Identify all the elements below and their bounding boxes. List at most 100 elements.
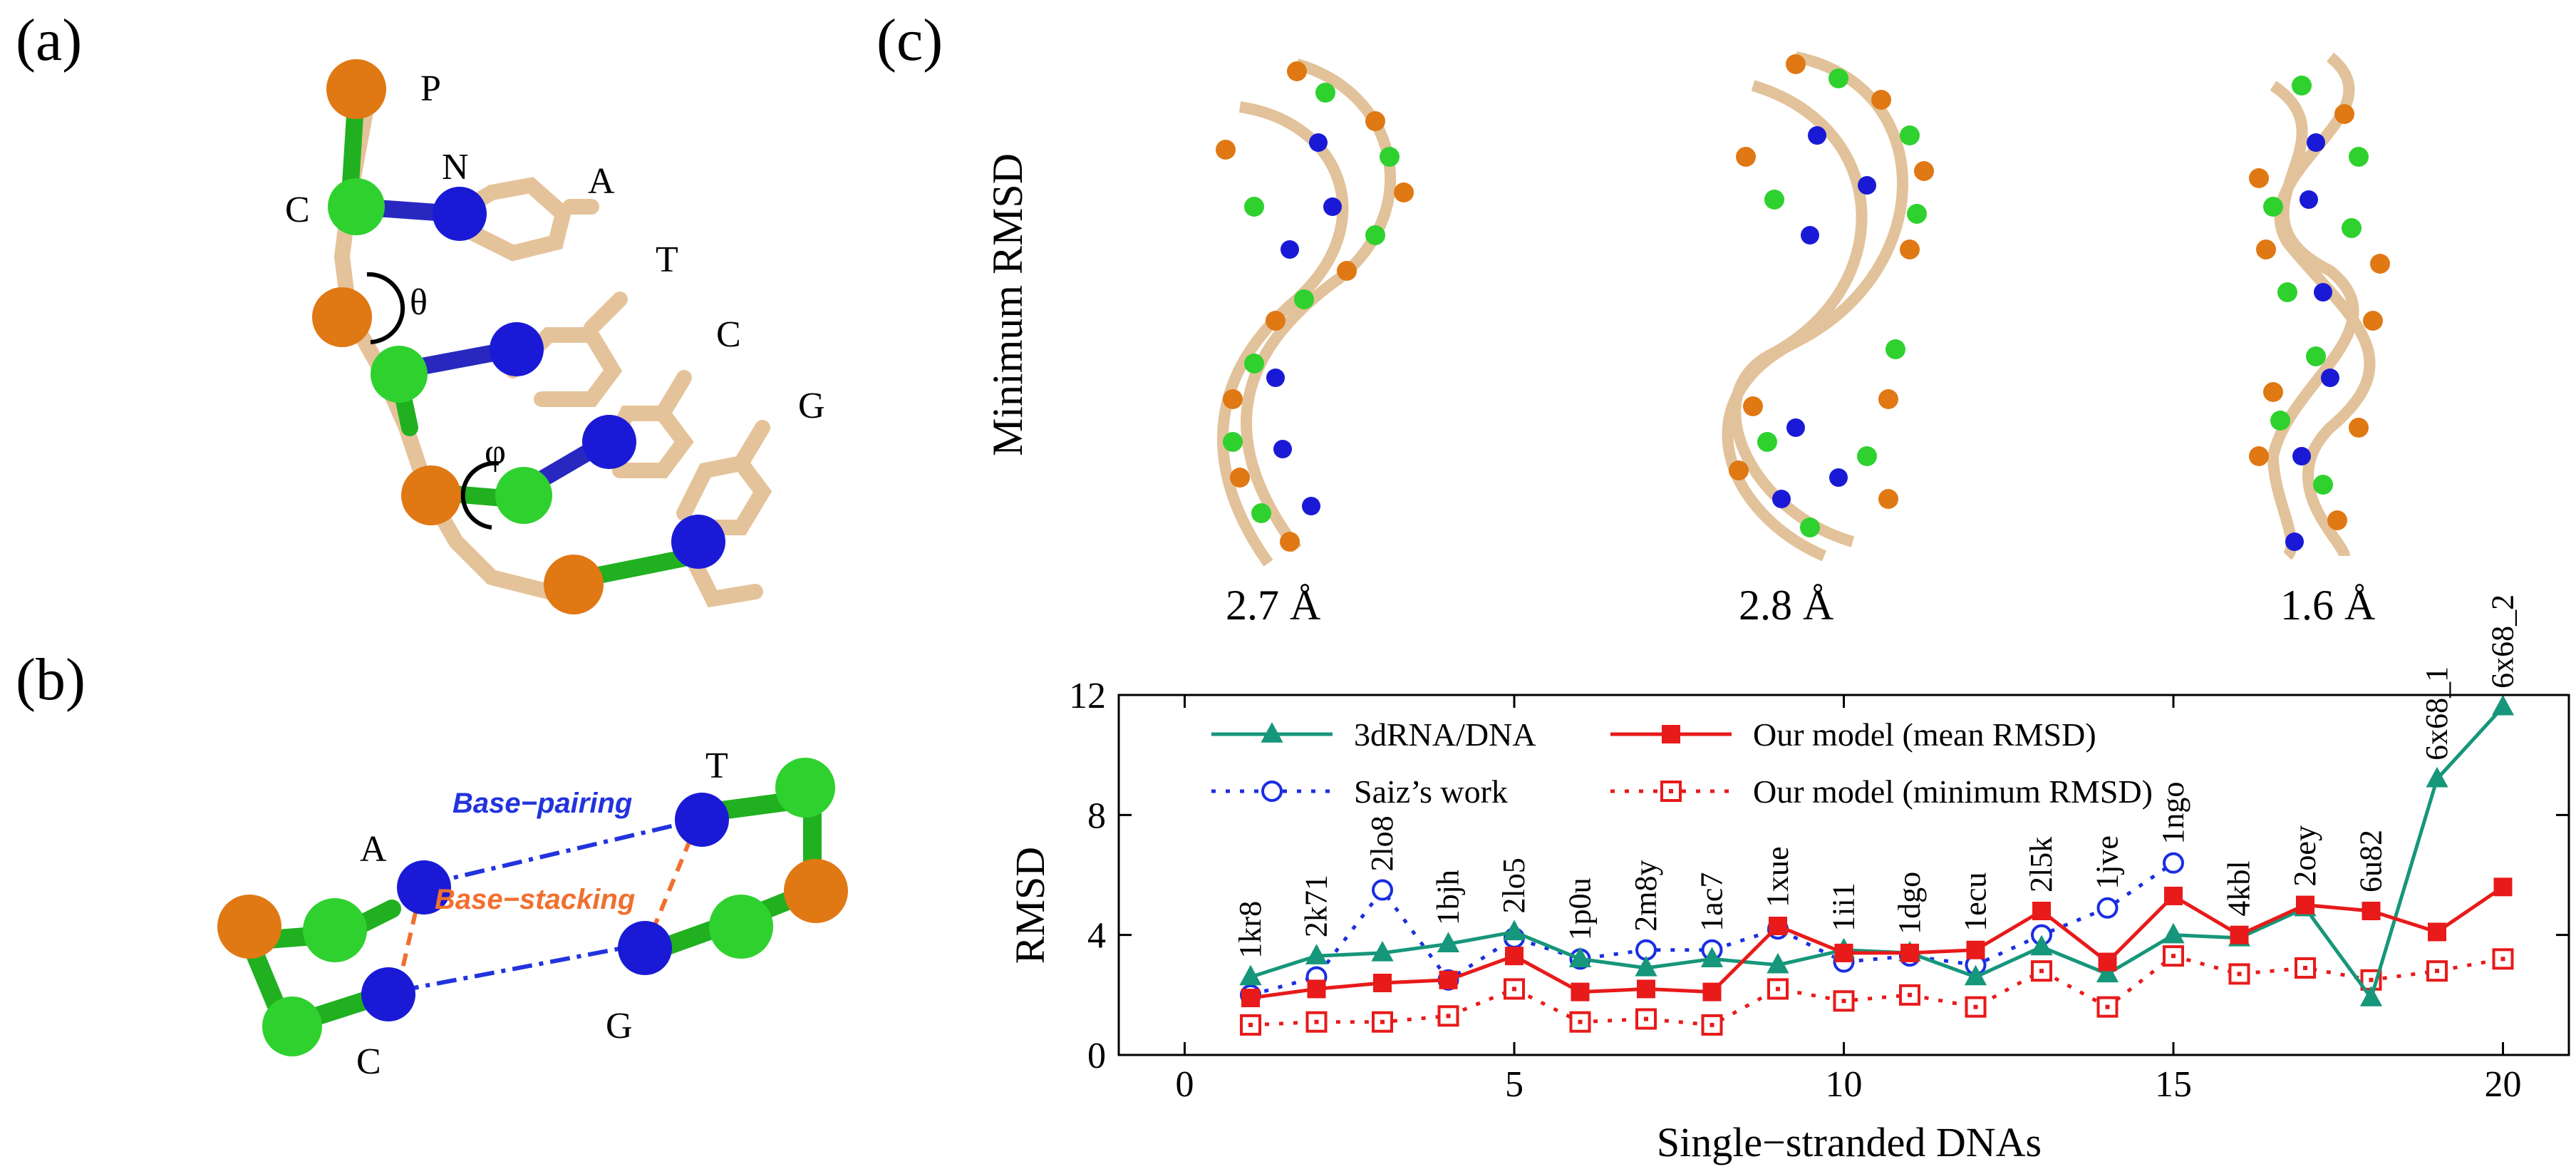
point-marker [2362,902,2381,920]
point-marker [1373,974,1392,992]
sticks [333,78,772,608]
panel-b-model [217,758,848,1056]
series-line [1250,861,2175,997]
y-tick-label: 4 [1087,916,1106,957]
point-marker [1769,917,1787,936]
structure-3 [2249,52,2390,560]
square-dot [1644,1016,1648,1021]
x-tick-label: 10 [1826,1064,1863,1105]
point-marker [1767,952,1789,974]
x-tick-label: 15 [2155,1064,2192,1105]
point-marker [2163,945,2184,967]
point-marker [1261,781,1283,802]
square-dot [1908,992,1912,997]
point-marker [1568,947,1592,968]
square-dot [1776,987,1780,992]
point-marker [1637,979,1655,999]
point-marker [1635,956,1657,977]
point-marker [2032,902,2051,920]
series-square-open [1240,945,2514,1036]
point-marker [1240,1014,1261,1036]
point-label: 6u82 [2354,830,2389,892]
square-dot [1578,1019,1583,1024]
x-tick-label: 20 [2485,1064,2522,1105]
point-marker [1372,1011,1393,1033]
atom-label-p: P [420,68,441,109]
chart-xlabel: Single−stranded DNAs [1657,1119,2042,1165]
point-marker [2096,996,2119,1018]
point-label: 1ii1 [1826,882,1861,931]
point-label: 1bjh [1431,870,1466,925]
structure-3-rmsd: 1.6 Å [2280,582,2376,629]
atom-label-n: N [442,147,469,187]
legend-label: Our model (minimum RMSD) [1753,773,2153,810]
phi-label: φ [485,432,507,473]
point-marker [2491,694,2515,716]
b-base-g: G [606,1006,633,1046]
point-marker [2098,952,2117,972]
square-dot [2435,969,2439,974]
point-marker [2492,948,2514,970]
square-outline [2492,948,2514,970]
square-dot [2303,965,2307,970]
point-marker [1569,1011,1591,1033]
point-marker [2359,986,2383,1006]
point-label: 1ngo [2156,782,2190,845]
square-dot [1248,1022,1253,1027]
point-marker [1964,964,1987,986]
panel-b-label: (b) [16,647,86,713]
point-marker [2228,963,2250,985]
panel-a-model [312,59,772,614]
point-label: 2m8y [1628,860,1663,931]
point-marker [2162,922,2185,944]
square-dot [2500,957,2505,962]
point-marker [1899,984,1920,1006]
square-dot [1380,1019,1385,1024]
y-tick-label: 12 [1069,676,1106,716]
square-dot [1446,1014,1451,1019]
point-label: 1xue [1760,847,1795,908]
point-marker [1900,943,1919,962]
base-label-c: C [716,314,741,355]
point-label: 1ecu [1958,872,1993,932]
point-marker [2163,852,2184,874]
square-dot [2105,1004,2110,1009]
point-marker [1371,941,1394,962]
point-label: 1p0u [1563,877,1598,940]
b-base-t: T [705,746,728,786]
point-marker [1439,970,1458,989]
point-label: 2lo5 [1496,858,1531,913]
point-marker [1241,989,1260,1008]
y-tick-label: 0 [1087,1036,1106,1076]
point-marker [1700,947,1724,968]
base-label-g: G [798,386,825,426]
point-label: 2l5k [2024,837,2059,892]
legend-label: Saiz’s work [1354,773,1508,810]
point-label: 1jve [2090,835,2125,890]
square-dot [1973,1004,1978,1009]
point-label: 2k71 [1299,875,1334,937]
chart-ylabel: RMSD [1007,847,1053,964]
point-label: 2lo8 [1365,815,1400,871]
nitrogen-beads [433,187,725,569]
point-marker [2295,957,2316,979]
structure-renders [1216,51,2390,567]
point-marker [1635,1008,1657,1030]
square-outline [1569,1011,1591,1033]
point-marker [2426,766,2448,788]
point-marker [1834,943,1853,962]
point-marker [1504,978,1525,1000]
point-label: 1ac7 [1695,872,1729,932]
point-marker [1305,944,1328,964]
point-marker [2031,960,2052,982]
structure-2 [1722,51,1934,562]
base-label-t: T [656,240,678,280]
square-outline [1372,1011,1393,1033]
square-dot [1512,987,1516,992]
structure-2-rmsd: 2.8 Å [1739,582,1834,629]
point-marker [2426,960,2448,982]
point-marker [1662,725,1680,743]
square-dot [1709,1022,1714,1027]
structure-1 [1216,58,1414,567]
